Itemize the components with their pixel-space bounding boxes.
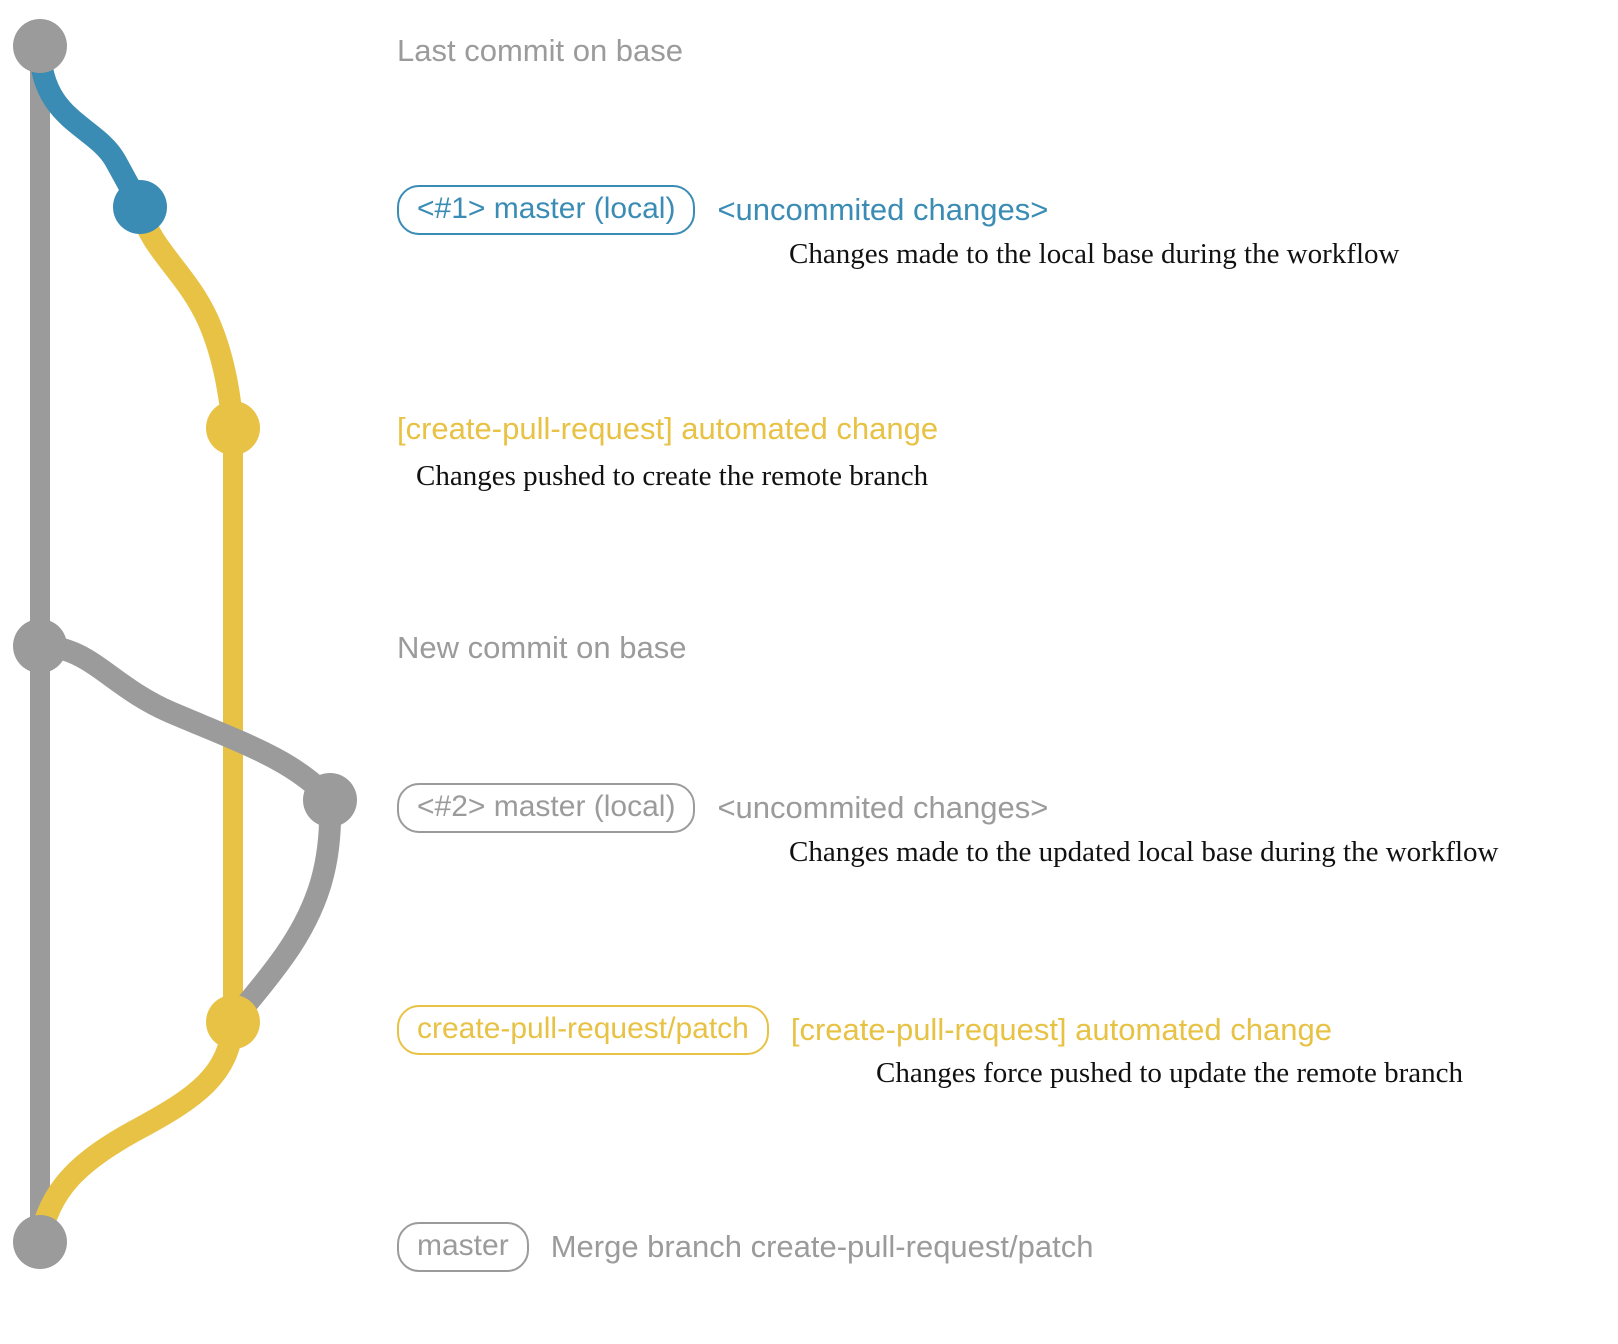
commit-message-local-master-2: <uncommited changes> — [717, 790, 1049, 825]
ref-badge-master[interactable]: master — [397, 1222, 529, 1272]
edge-patch-update-to-merge — [29, 1011, 244, 1253]
git-graph — [13, 19, 357, 1269]
graph-row-patch-create: [create-pull-request] automated change — [397, 413, 938, 444]
graph-row-merge: master Merge branch create-pull-request/… — [397, 1222, 1093, 1272]
edge-newbase-to-local2 — [29, 635, 341, 811]
commit-message-last-commit: Last commit on base — [397, 33, 684, 68]
ref-badge-create-pull-request-patch[interactable]: create-pull-request/patch — [397, 1005, 769, 1055]
commit-node-base-head[interactable] — [13, 19, 67, 73]
edge-local2-to-patch-update — [222, 789, 342, 1033]
commit-node-local-master-2[interactable] — [303, 773, 357, 827]
commit-message-local-master-1: <uncommited changes> — [717, 192, 1049, 227]
commit-message-merge: Merge branch create-pull-request/patch — [550, 1229, 1094, 1264]
graph-row-patch-update: create-pull-request/patch [create-pull-r… — [397, 1005, 1332, 1055]
graph-row-last-commit: Last commit on base — [397, 35, 683, 66]
commit-message-patch-update: [create-pull-request] automated change — [790, 1012, 1332, 1047]
commit-description-patch-update: Changes force pushed to update the remot… — [876, 1057, 1464, 1089]
commit-node-base-merge[interactable] — [13, 1215, 67, 1269]
commit-description-local-master-1: Changes made to the local base during th… — [789, 238, 1400, 270]
commit-description-local-master-2: Changes made to the updated local base d… — [789, 836, 1499, 868]
commit-message-new-commit: New commit on base — [397, 630, 687, 665]
commit-description-patch-create: Changes pushed to create the remote bran… — [416, 460, 929, 492]
edge-local1-to-patch-create — [129, 196, 244, 439]
edge-base-to-local1 — [29, 35, 151, 218]
graph-row-local-master-1: <#1> master (local) <uncommited changes> — [397, 185, 1048, 235]
commit-node-patch-update[interactable] — [206, 995, 260, 1049]
commit-message-patch-create: [create-pull-request] automated change — [397, 411, 939, 446]
ref-badge-local-master-1[interactable]: <#1> master (local) — [397, 185, 696, 235]
graph-row-local-master-2: <#2> master (local) <uncommited changes> — [397, 783, 1048, 833]
ref-badge-local-master-2[interactable]: <#2> master (local) — [397, 783, 696, 833]
commit-node-patch-create[interactable] — [206, 401, 260, 455]
commit-node-base-new-commit[interactable] — [13, 619, 67, 673]
graph-row-new-commit: New commit on base — [397, 632, 686, 663]
commit-node-local-master-1[interactable] — [113, 180, 167, 234]
